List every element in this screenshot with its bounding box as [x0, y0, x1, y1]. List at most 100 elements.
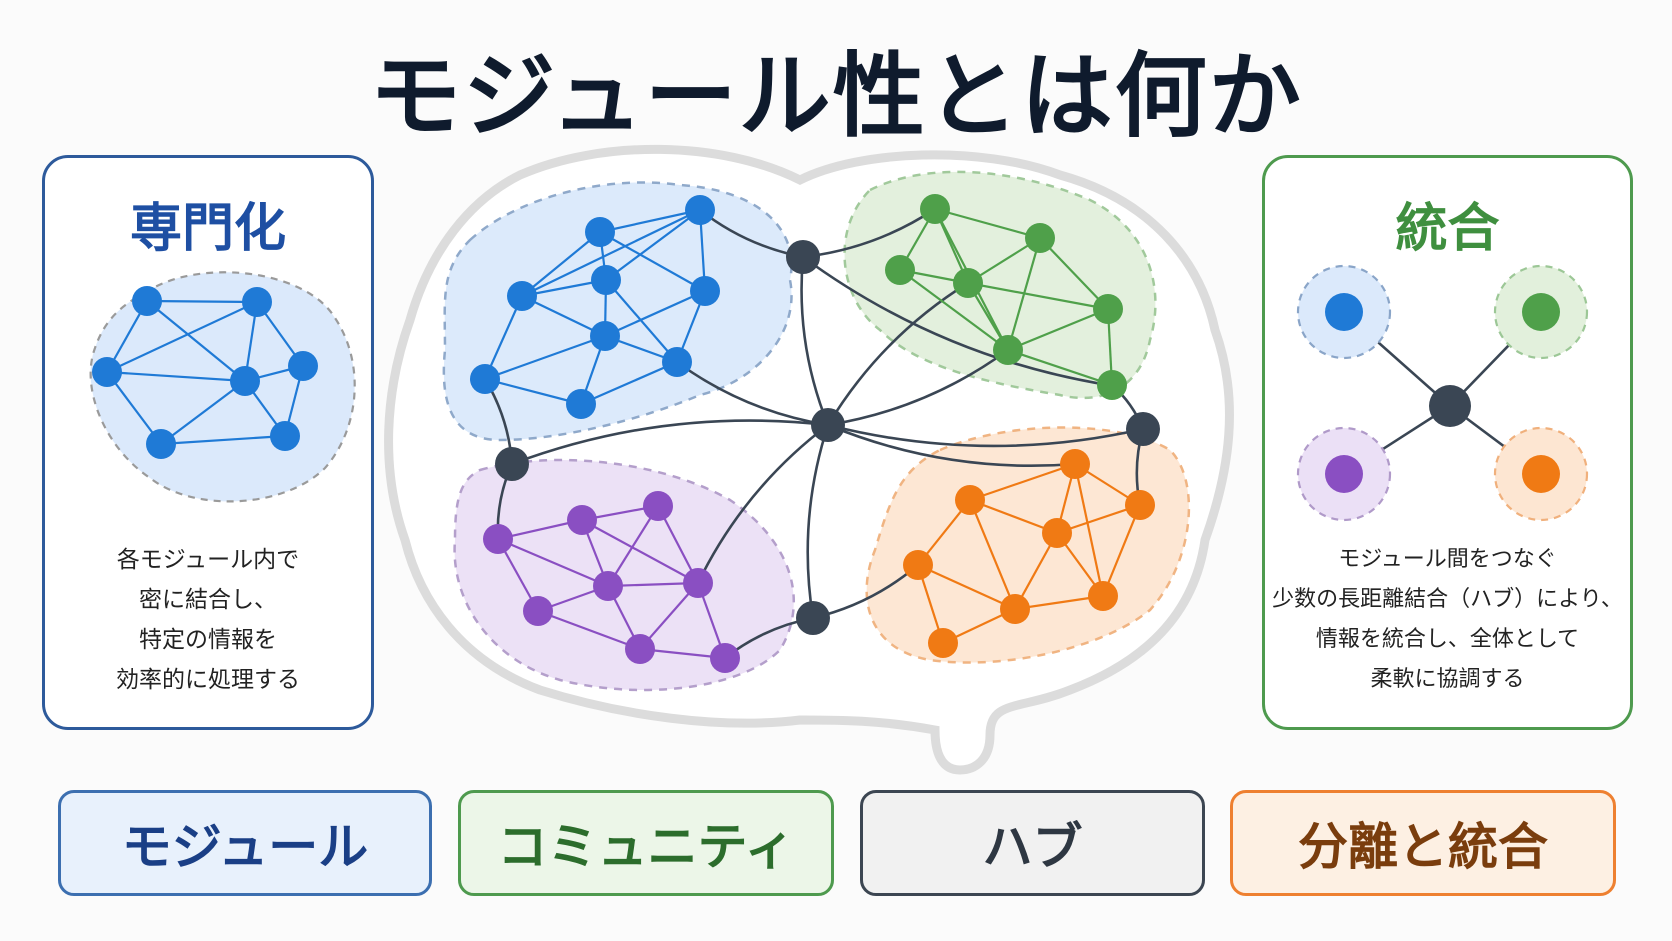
- tag-separation-integration: 分離と統合: [1230, 790, 1616, 896]
- module-node: [567, 505, 597, 535]
- module-edge: [521, 295, 606, 337]
- module-edge: [969, 498, 1058, 535]
- module-edge: [934, 207, 1041, 240]
- module-node: [132, 286, 162, 316]
- hub-connection-edge: [800, 256, 830, 426]
- module-node: [1000, 594, 1030, 624]
- module-edge: [537, 609, 641, 651]
- desc-line: 情報を統合し、全体として: [1315, 627, 1580, 652]
- module-node: [662, 347, 692, 377]
- desc-line: モジュール間をつなぐ: [1338, 547, 1557, 572]
- module-node: [683, 568, 713, 598]
- module-node: [523, 596, 553, 626]
- hub-connection-edge: [827, 423, 1076, 468]
- module-node: [1097, 370, 1127, 400]
- module-node: [288, 351, 318, 381]
- module-edge: [484, 377, 582, 406]
- hub-node: [811, 408, 845, 442]
- module-node: [1325, 293, 1363, 331]
- module-node: [903, 550, 933, 580]
- module-edge: [605, 209, 701, 281]
- module-edge: [917, 563, 1016, 611]
- module-edge: [1039, 237, 1109, 310]
- module-node: [1093, 294, 1123, 324]
- module-node: [585, 217, 615, 247]
- desc-line: 特定の情報を: [139, 627, 277, 653]
- module-edge: [521, 231, 601, 297]
- module-node: [1088, 581, 1118, 611]
- module-node: [1042, 518, 1072, 548]
- module-edge: [1007, 307, 1109, 352]
- hub-connection-edge: [827, 348, 1009, 427]
- module-edge: [580, 360, 678, 406]
- module-edge: [497, 537, 609, 588]
- module-edge: [607, 581, 699, 588]
- module-node: [928, 628, 958, 658]
- module-edge: [607, 505, 659, 587]
- module-edge: [106, 370, 246, 383]
- module-edge: [521, 209, 701, 297]
- module-node: [507, 281, 537, 311]
- integration-panel: 統合 モジュール間をつなぐ 少数の長距離結合（ハブ）により、 情報を統合し、全体…: [1262, 155, 1633, 730]
- desc-line: 効率的に処理する: [116, 667, 300, 693]
- module-region: [89, 271, 356, 503]
- desc-line: 密に結合し、: [139, 587, 277, 613]
- module-node: [690, 276, 720, 306]
- module-node: [710, 643, 740, 673]
- module-node: [566, 389, 596, 419]
- module-node: [993, 335, 1023, 365]
- module-edge: [604, 289, 706, 338]
- hub-integration-illustration: [1296, 264, 1589, 522]
- tag-community: コミュニティ: [458, 790, 834, 896]
- module-node: [230, 366, 260, 396]
- specialization-panel: 専門化 各モジュール内で 密に結合し、 特定の情報を 効率的に処理する: [42, 155, 374, 730]
- module-edge: [899, 269, 1009, 351]
- hub-connection-edge: [826, 281, 969, 426]
- hub-node: [1429, 385, 1471, 427]
- module-node: [92, 357, 122, 387]
- module-node: [1522, 293, 1560, 331]
- module-node: [953, 268, 983, 298]
- hub-connection-edge: [802, 255, 1109, 387]
- integration-description: モジュール間をつなぐ 少数の長距離結合（ハブ）により、 情報を統合し、全体として…: [1265, 540, 1630, 700]
- module-edge: [146, 300, 246, 382]
- specialization-description: 各モジュール内で 密に結合し、 特定の情報を 効率的に処理する: [45, 540, 371, 700]
- module-edge: [605, 279, 678, 363]
- desc-line: 各モジュール内で: [116, 547, 300, 573]
- module-node: [593, 571, 623, 601]
- module-edge: [160, 380, 246, 445]
- module-node: [1025, 223, 1055, 253]
- module-node: [625, 634, 655, 664]
- tag-hub: ハブ: [860, 790, 1205, 896]
- module-network-illustration: [89, 271, 356, 503]
- module-node: [242, 287, 272, 317]
- module-edge: [106, 301, 258, 373]
- module-edge: [599, 231, 706, 292]
- module-node: [590, 321, 620, 351]
- module-node: [270, 421, 300, 451]
- purple-module-region: [453, 458, 795, 692]
- module-edge: [968, 499, 1017, 610]
- module-node: [470, 364, 500, 394]
- module-edge: [483, 295, 524, 380]
- desc-line: 柔軟に協調する: [1370, 667, 1525, 692]
- module-edge: [1101, 504, 1142, 597]
- module-node: [1325, 455, 1363, 493]
- page-title: モジュール性とは何か: [369, 43, 1303, 150]
- module-node: [1522, 455, 1560, 493]
- module-node: [591, 265, 621, 295]
- module-edge: [1073, 463, 1105, 597]
- module-edge: [967, 281, 1109, 311]
- module-node: [885, 255, 915, 285]
- module-node: [643, 491, 673, 521]
- module-node: [920, 194, 950, 224]
- hub-node: [796, 601, 830, 635]
- hub-node: [495, 447, 529, 481]
- integration-heading: 統合: [1395, 199, 1500, 259]
- module-edge: [969, 462, 1076, 502]
- module-node: [146, 429, 176, 459]
- module-node: [1125, 490, 1155, 520]
- desc-line: 少数の長距離結合（ハブ）により、: [1272, 587, 1623, 612]
- hub-connection-edge: [511, 419, 829, 466]
